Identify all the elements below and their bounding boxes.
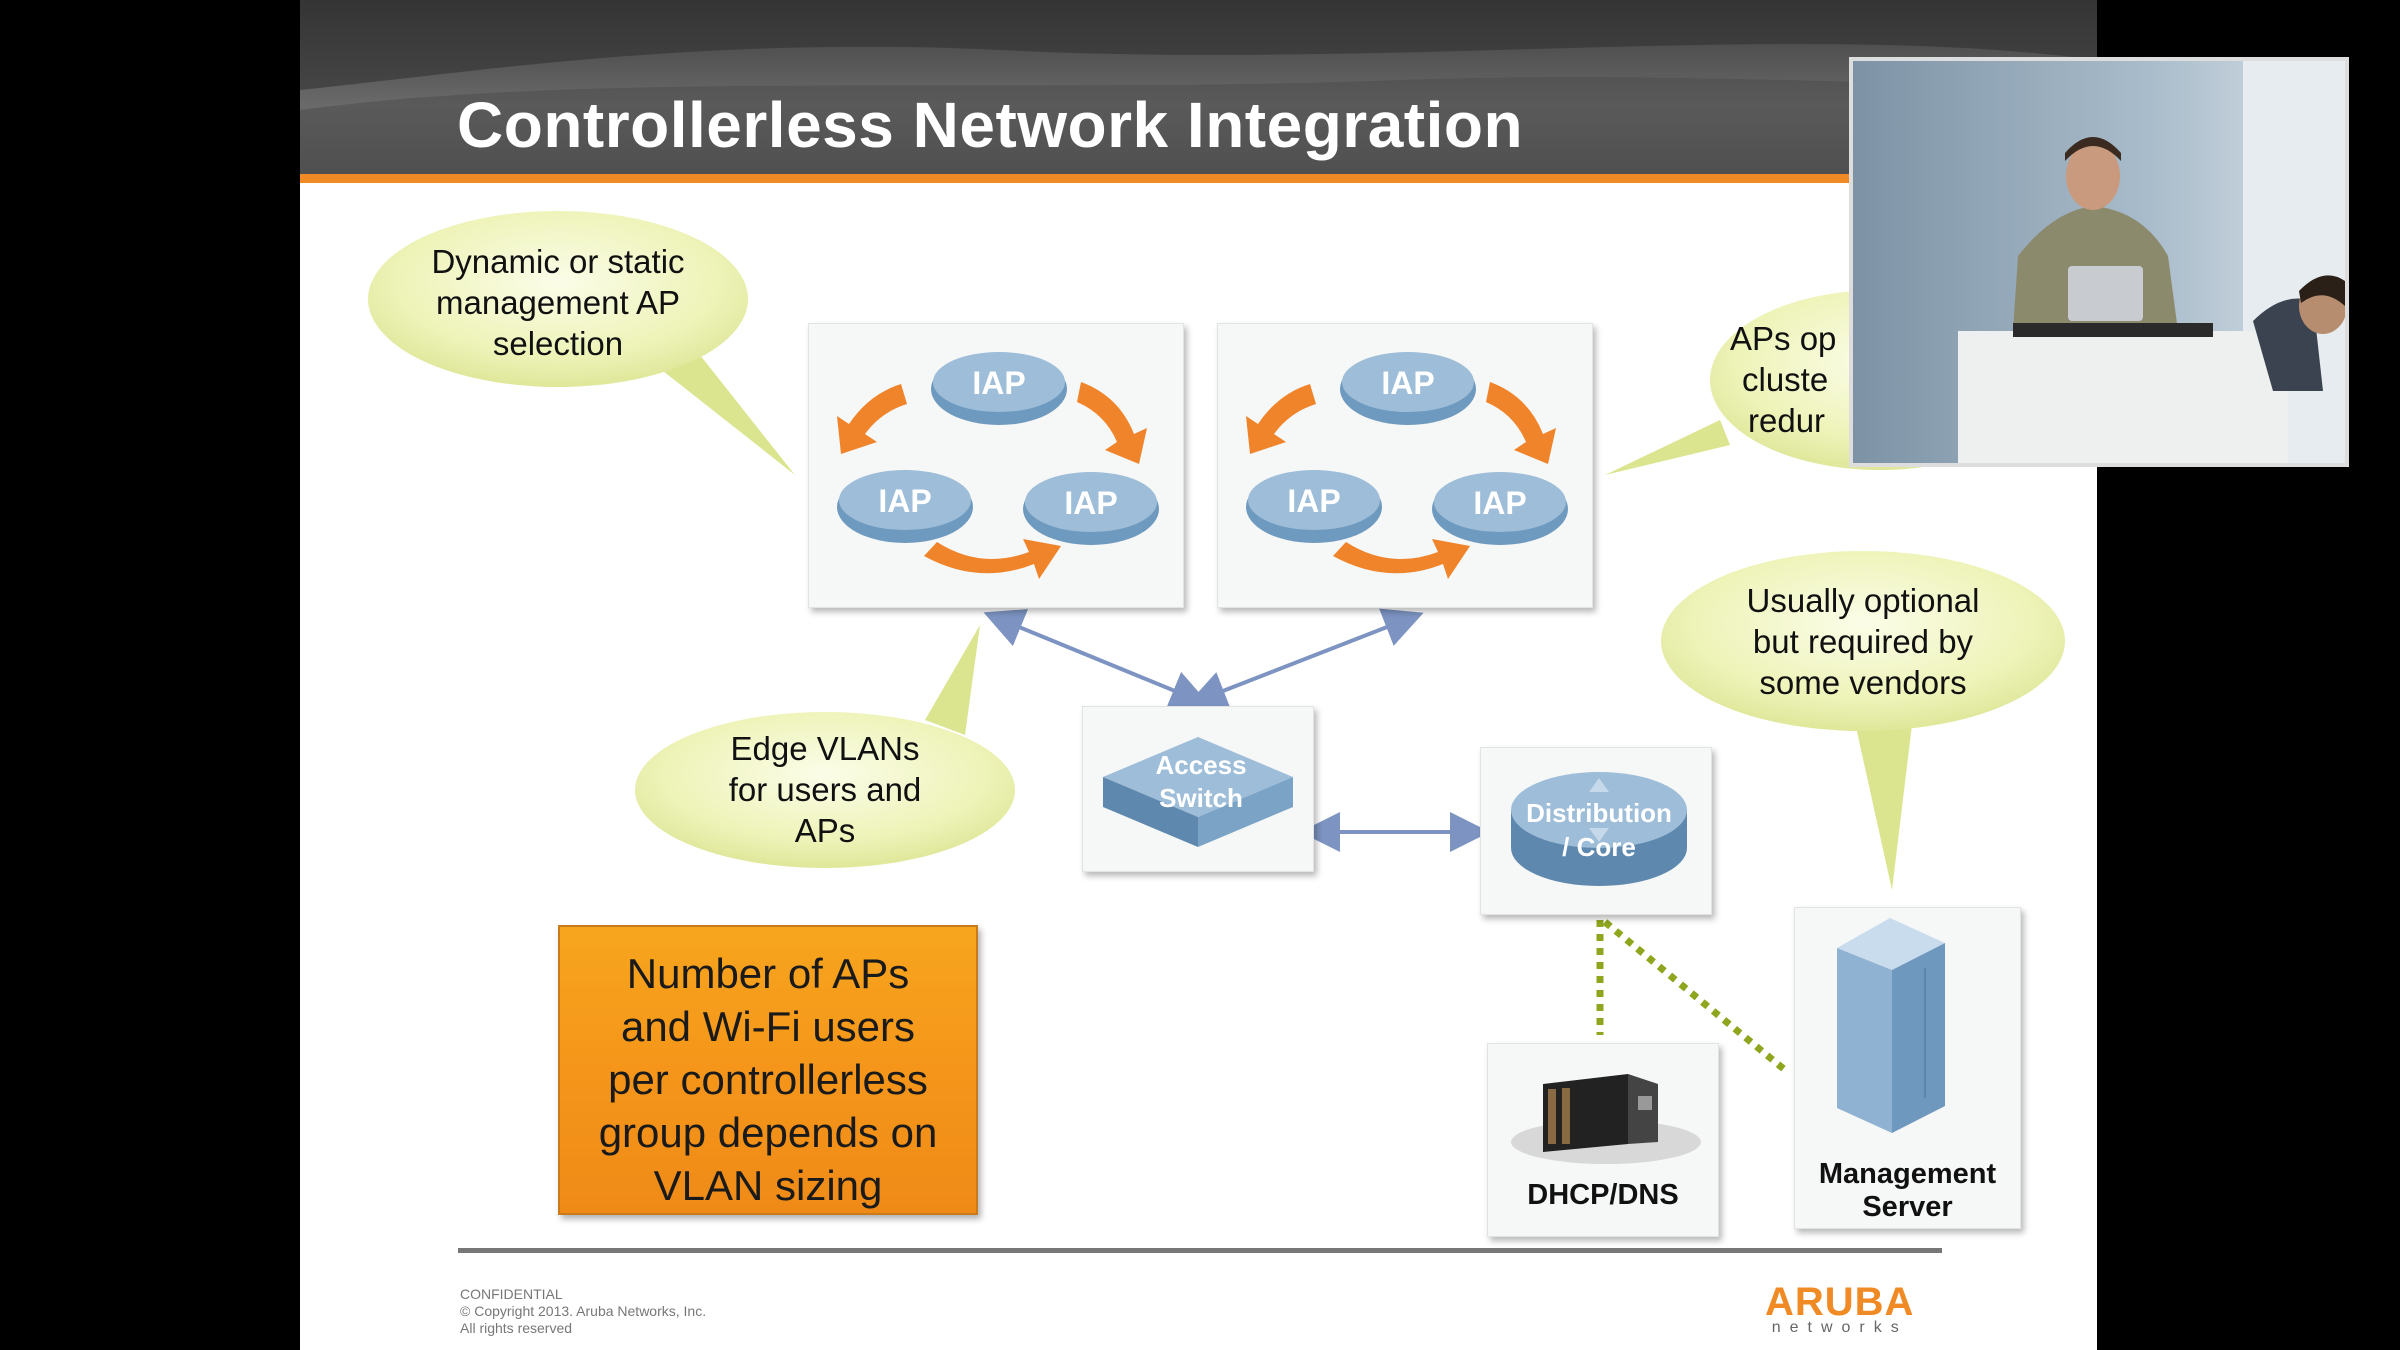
presentation-slide: Controllerless Network Integration <box>300 0 2097 1350</box>
iap-access-point-icon: IAP <box>1432 472 1568 545</box>
svg-text:Switch: Switch <box>1159 783 1243 813</box>
footer-copyright: CONFIDENTIAL © Copyright 2013. Aruba Net… <box>460 1286 707 1336</box>
svg-text:IAP: IAP <box>972 365 1025 401</box>
callout-text-optional: Usually optional but required by some ve… <box>1746 582 1980 701</box>
rotation-arrow-icon <box>1246 382 1556 579</box>
rotation-arrow-icon <box>837 382 1147 579</box>
iap-cluster-diagram: IAP IAP IAP <box>837 352 1159 579</box>
access-switch-icon: Access Switch <box>1103 737 1293 847</box>
iap-access-point-icon: IAP <box>837 470 973 543</box>
router-icon: Distribution / Core <box>1511 772 1687 886</box>
iap-access-point-icon: IAP <box>1023 472 1159 545</box>
presenter-webcam-overlay <box>1849 57 2349 467</box>
header-orange-rule <box>300 174 2097 183</box>
svg-text:IAP: IAP <box>878 483 931 519</box>
callout-text-management-selection: Dynamic or static management AP selectio… <box>431 243 685 362</box>
svg-text:IAP: IAP <box>1064 485 1117 521</box>
footer-rule <box>458 1248 1942 1253</box>
aruba-logo: ARUBA networks <box>1765 1280 1915 1336</box>
callout-bubble-optional <box>1661 551 2065 890</box>
iap-cluster-diagram: IAP IAP IAP <box>1246 352 1568 579</box>
svg-text:IAP: IAP <box>1287 483 1340 519</box>
dhcp-dns-label: DHCP/DNS <box>1527 1179 1679 1211</box>
slide-title: Controllerless Network Integration <box>457 89 1524 161</box>
dhcp-dns-panel: DHCP/DNS <box>1487 1043 1719 1237</box>
iap-access-point-icon: IAP <box>931 352 1067 425</box>
blade-server-icon <box>1511 1074 1701 1164</box>
presenter-video-frame <box>1853 61 2345 463</box>
header-wave-decoration <box>300 0 2097 176</box>
server-rack-icon <box>1837 918 1945 1133</box>
access-switch-panel: Access Switch <box>1082 706 1314 872</box>
iap-cluster-panel-1: IAP IAP IAP <box>808 323 1184 608</box>
callout-bubble-management-selection <box>368 211 795 475</box>
vlan-sizing-note: Number of APs and Wi-Fi users per contro… <box>558 925 978 1215</box>
svg-text:Access: Access <box>1155 750 1246 780</box>
iap-cluster-panel-2: IAP IAP IAP <box>1217 323 1593 608</box>
management-server-panel: Management Server <box>1794 907 2021 1229</box>
management-server-label: Management Server <box>1818 1158 1997 1223</box>
iap-access-point-icon: IAP <box>1246 470 1382 543</box>
svg-text:IAP: IAP <box>1473 485 1526 521</box>
svg-text:/ Core: / Core <box>1562 832 1636 862</box>
slide-header <box>300 0 2097 176</box>
svg-text:Distribution: Distribution <box>1526 798 1672 828</box>
callout-text-cluster: APs op cluste redur <box>1730 320 1837 439</box>
callout-text-edge-vlans: Edge VLANs for users and APs <box>728 730 922 849</box>
svg-text:IAP: IAP <box>1381 365 1434 401</box>
callout-bubble-edge-vlans <box>635 625 1015 868</box>
distribution-core-panel: Distribution / Core <box>1480 747 1712 915</box>
iap-access-point-icon: IAP <box>1340 352 1476 425</box>
